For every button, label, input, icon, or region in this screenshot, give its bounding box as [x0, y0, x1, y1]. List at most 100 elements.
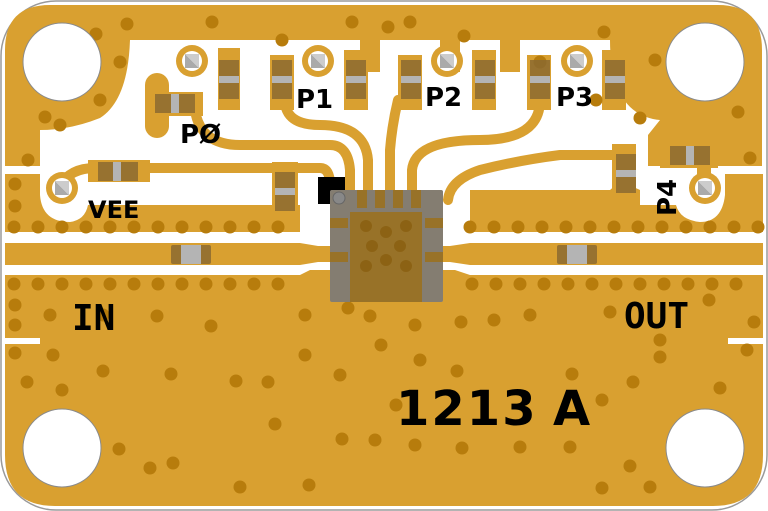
via [31, 277, 45, 291]
via [229, 374, 243, 388]
rf-in-trace [5, 243, 336, 265]
capacitor-p4 [670, 146, 710, 165]
via [681, 277, 695, 291]
via [143, 461, 157, 475]
rf-out-trace [432, 243, 763, 265]
right-ground-pour [470, 174, 763, 232]
via [648, 53, 662, 67]
label-rf-out: OUT [624, 296, 689, 337]
via [740, 343, 754, 357]
capacitor-p3-right [605, 60, 625, 99]
via [457, 29, 471, 43]
capacitor-rf-in [171, 245, 211, 264]
via [381, 20, 395, 34]
label-p3: P3 [556, 83, 593, 113]
via [79, 277, 93, 291]
via [563, 440, 577, 454]
via [55, 277, 69, 291]
via [175, 277, 189, 291]
capacitor-vee [98, 162, 138, 181]
mounting-hole-bottom-right [665, 408, 745, 488]
via [703, 220, 717, 234]
via [731, 105, 745, 119]
via [164, 367, 178, 381]
via [513, 440, 527, 454]
via [408, 318, 422, 332]
via [96, 364, 110, 378]
via [535, 220, 549, 234]
p2-trace [385, 95, 403, 197]
via [223, 220, 237, 234]
label-part-number: 1213 [396, 381, 538, 437]
via [653, 350, 667, 364]
left-ground-pour [5, 174, 300, 232]
via [20, 375, 34, 389]
via [233, 480, 247, 494]
via [127, 220, 141, 234]
via [454, 315, 468, 329]
via [655, 220, 669, 234]
via [93, 93, 107, 107]
p0-trace [190, 105, 355, 195]
via [363, 309, 377, 323]
via [727, 220, 741, 234]
via [561, 277, 575, 291]
ic-u1 [318, 177, 443, 302]
via [103, 220, 117, 234]
via [31, 220, 45, 234]
via [8, 199, 22, 213]
via [21, 153, 35, 167]
via [633, 277, 647, 291]
via [166, 456, 180, 470]
via [8, 298, 22, 312]
via [679, 220, 693, 234]
via [46, 348, 60, 362]
bias-traces [55, 95, 625, 205]
via [463, 220, 477, 234]
mounting-hole-top-left [22, 22, 102, 102]
capacitor-rf-out [557, 245, 597, 264]
via [53, 118, 67, 132]
via [333, 368, 347, 382]
via [8, 177, 22, 191]
via [268, 417, 282, 431]
via [247, 220, 261, 234]
capacitor-p4-vertical [616, 154, 636, 193]
mounting-hole-top-right [665, 22, 745, 102]
via [175, 220, 189, 234]
p1-testpoint-icon [308, 51, 328, 71]
capacitor-p1-right [346, 60, 366, 99]
via [199, 220, 213, 234]
via [150, 309, 164, 323]
via [609, 277, 623, 291]
via [374, 338, 388, 352]
via [261, 375, 275, 389]
via [585, 277, 599, 291]
via [43, 308, 57, 322]
via [8, 318, 22, 332]
via [537, 277, 551, 291]
via [341, 301, 355, 315]
label-p2: P2 [425, 83, 462, 113]
ic-overlay [330, 190, 443, 302]
via [583, 220, 597, 234]
via [511, 220, 525, 234]
p2-testpoint-icon [437, 51, 457, 71]
via [702, 293, 716, 307]
via [389, 398, 403, 412]
via [565, 367, 579, 381]
via [487, 220, 501, 234]
label-rf-in: IN [72, 298, 115, 339]
test-points [52, 51, 715, 198]
via [38, 110, 52, 124]
via [607, 220, 621, 234]
via [120, 17, 134, 31]
via [55, 383, 69, 397]
via [151, 220, 165, 234]
via [743, 151, 757, 165]
via [8, 346, 22, 360]
via [96, 308, 110, 322]
via [595, 481, 609, 495]
via [298, 348, 312, 362]
